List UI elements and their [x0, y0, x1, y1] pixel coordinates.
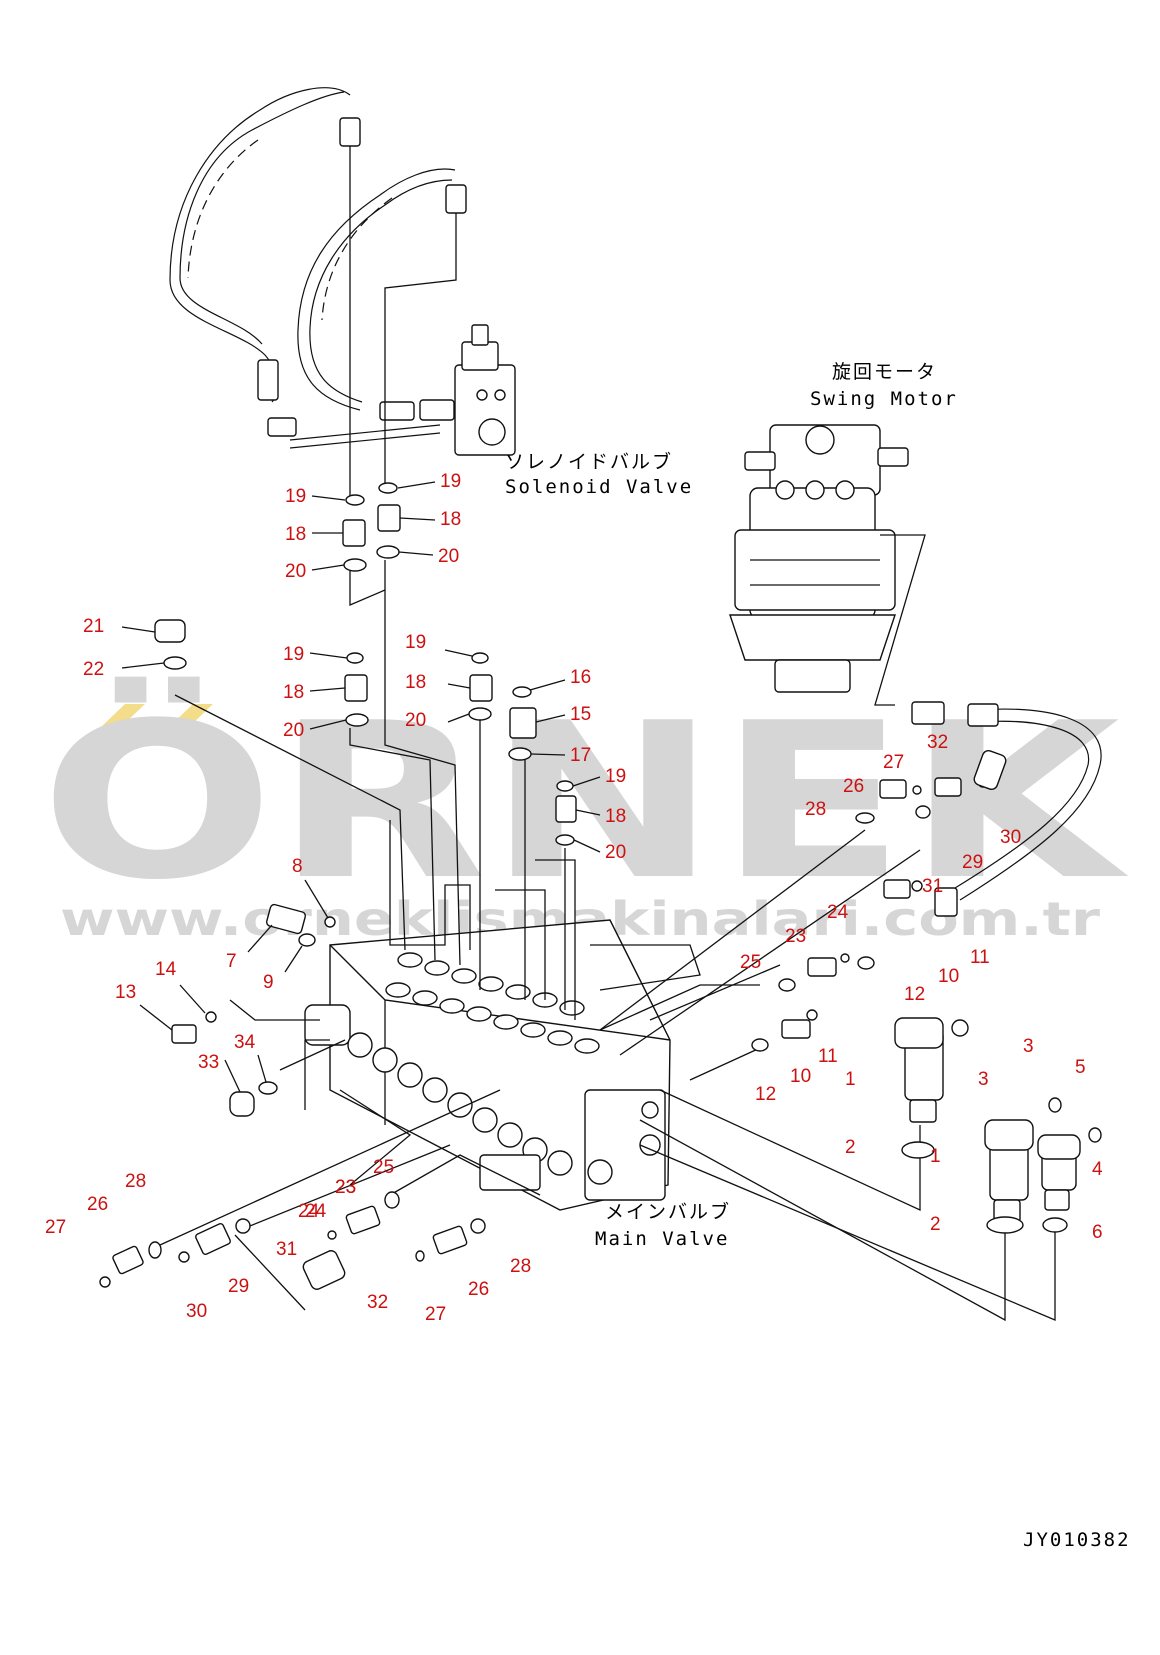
solenoid-caption-jp: ソレノイドバルブ [505, 450, 673, 473]
callout-24: 24 [298, 1201, 320, 1222]
solenoid-valve [454, 324, 516, 456]
callout-15: 15 [570, 704, 591, 725]
valve-port-row-1 [397, 952, 585, 1016]
leader-lines [159, 560, 1056, 1322]
watermark-accent-right [168, 704, 213, 728]
callout-23: 23 [335, 1177, 356, 1198]
drawing-id: JY010382 [1023, 1529, 1131, 1551]
watermark: ÖRNEK www.orneklismakinalari.com.tr [40, 676, 1129, 946]
callout-29: 29 [962, 852, 983, 873]
callout-2: 2 [845, 1137, 856, 1158]
callout-34: 34 [234, 1032, 256, 1053]
callout-1: 1 [845, 1069, 856, 1090]
callout-29: 29 [228, 1276, 249, 1297]
main-valve-caption-jp: メインバルブ [605, 1200, 731, 1223]
callout-20: 20 [605, 842, 626, 863]
callout-19: 19 [605, 766, 626, 787]
callout-24: 24 [827, 902, 849, 923]
callout-20: 20 [438, 546, 459, 567]
small-parts [99, 482, 1102, 1290]
watermark-accent-left [100, 704, 145, 728]
callout-11: 11 [970, 947, 990, 968]
callout-3: 3 [978, 1069, 989, 1090]
callout-23: 23 [335, 1177, 356, 1198]
callout-20: 20 [283, 720, 304, 741]
solenoid-caption-en: Solenoid Valve [505, 476, 693, 498]
callout-22: 22 [83, 659, 104, 680]
callout-20: 20 [285, 561, 306, 582]
watermark-brand: ÖRNEK [40, 676, 1129, 927]
valve-fittings-front [347, 1032, 573, 1191]
callout-26: 26 [87, 1194, 108, 1215]
callout-19: 19 [283, 644, 304, 665]
callout-10: 10 [938, 966, 959, 987]
callout-24: 24 [305, 1201, 327, 1222]
swing-motor [729, 424, 909, 693]
callout-1: 1 [930, 1146, 941, 1167]
callout-32: 32 [927, 732, 948, 753]
callout-5: 5 [1075, 1057, 1086, 1078]
callouts: 19 19 18 18 20 20 21 22 19 19 18 18 16 1… [45, 471, 1103, 1325]
callout-28: 28 [805, 799, 826, 820]
callout-17: 17 [570, 745, 591, 766]
callout-28: 28 [510, 1256, 531, 1277]
callout-18: 18 [285, 524, 306, 545]
callout-3: 3 [1023, 1036, 1034, 1057]
valve-port-row-2 [385, 982, 600, 1054]
callout-12: 12 [904, 984, 925, 1005]
callout-11: 11 [818, 1046, 838, 1067]
callout-31: 31 [276, 1239, 297, 1260]
callout-32: 32 [367, 1292, 388, 1313]
hose-fitting-5 [379, 401, 415, 421]
main-valve [304, 919, 671, 1211]
callout-23: 23 [785, 926, 806, 947]
callout-13: 13 [115, 982, 136, 1003]
hose-fitting-2 [445, 184, 467, 214]
main-valve-caption-en: Main Valve [595, 1228, 729, 1250]
callout-28: 28 [125, 1171, 146, 1192]
callout-18: 18 [605, 806, 626, 827]
callout-26: 26 [843, 776, 864, 797]
callout-21: 21 [83, 616, 104, 637]
callout-27: 27 [45, 1217, 66, 1238]
callout-19: 19 [285, 486, 306, 507]
callout-10: 10 [790, 1066, 811, 1087]
callout-25: 25 [373, 1157, 394, 1178]
callout-2: 2 [930, 1214, 941, 1235]
callout-7: 7 [226, 951, 237, 972]
callout-27: 27 [883, 752, 904, 773]
callout-12: 12 [755, 1084, 776, 1105]
callout-25: 25 [740, 952, 761, 973]
callout-6: 6 [1092, 1222, 1103, 1243]
callout-4: 4 [1092, 1159, 1103, 1180]
callout-30: 30 [186, 1301, 207, 1322]
callout-26: 26 [468, 1279, 489, 1300]
callout-30: 30 [1000, 827, 1021, 848]
hoses-top [169, 87, 467, 500]
callout-9: 9 [263, 972, 274, 993]
hose-fitting-6 [419, 399, 455, 421]
callout-20: 20 [405, 710, 426, 731]
callout-33: 33 [198, 1052, 219, 1073]
callout-18: 18 [440, 509, 461, 530]
callout-19: 19 [440, 471, 461, 492]
callout-16: 16 [570, 667, 591, 688]
callout-18: 18 [405, 672, 426, 693]
callout-8: 8 [292, 856, 303, 877]
hose-fitting-1 [339, 117, 361, 147]
swing-caption-jp: 旋回モータ [832, 361, 937, 383]
hose-fitting-3 [257, 359, 279, 401]
callout-27: 27 [425, 1304, 446, 1325]
callout-19: 19 [405, 632, 426, 653]
swing-caption-en: Swing Motor [810, 388, 958, 410]
hose-fitting-4 [267, 417, 297, 437]
callout-leaders [121, 481, 601, 1093]
callout-31: 31 [922, 876, 943, 897]
callout-18: 18 [283, 682, 304, 703]
callout-14: 14 [155, 959, 177, 980]
